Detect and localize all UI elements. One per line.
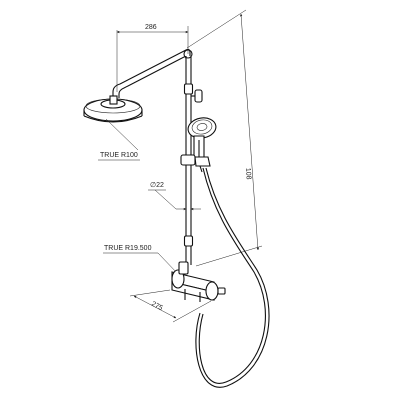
arm-width-label: 286 [145,24,157,31]
head-radius-label: TRUE R100 [100,152,138,159]
head-radius-callout: TRUE R100 [98,118,140,161]
valve-length-label: 275 [150,301,164,313]
rail-height-label: 108 [244,168,252,180]
wall-bracket [191,89,203,103]
pipe-diameter-dimension: ∅22 [148,182,201,211]
arm-width-dimension: 286 [116,24,189,92]
shower-arm [112,48,193,98]
rain-shower-head [83,95,143,123]
hand-shower [187,117,217,161]
pipe-diameter-label: ∅22 [150,182,164,189]
hand-shower-holder [180,154,211,173]
thermostatic-valve [171,261,226,302]
valve-radius-callout: TRUE R19.500 [103,245,179,275]
valve-length-dimension: 275 [129,289,212,323]
rail-height-dimension: 108 [186,9,263,267]
valve-radius-label: TRUE R19.500 [104,245,152,252]
shower-hose [195,167,270,388]
